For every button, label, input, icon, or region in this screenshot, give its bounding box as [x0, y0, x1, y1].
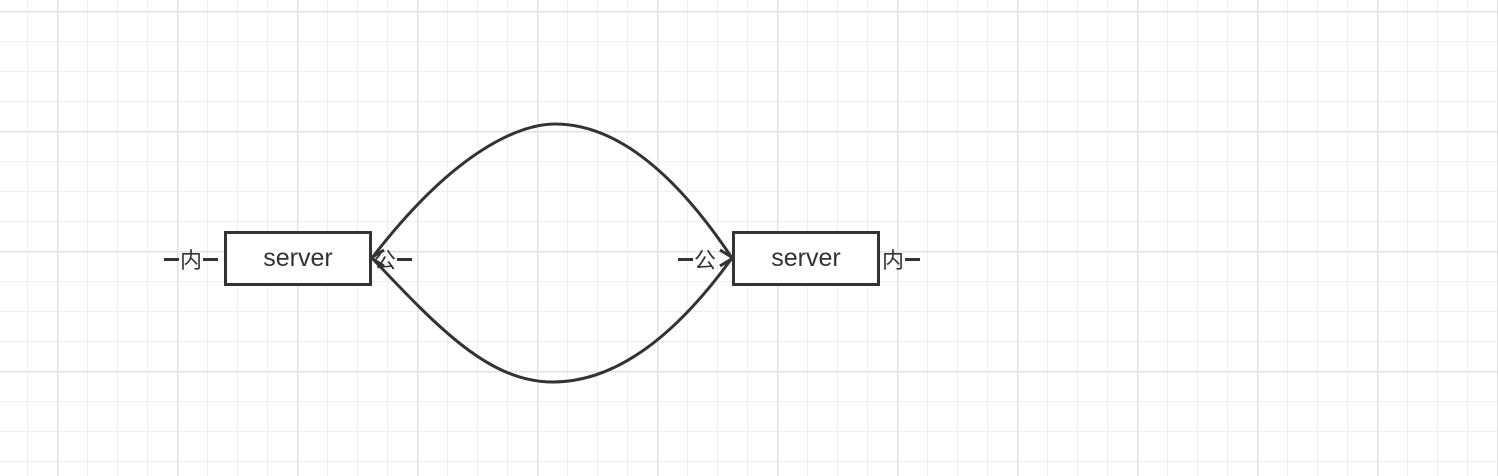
- port-stub: [397, 257, 413, 261]
- left-inner-port[interactable]: 内: [164, 244, 219, 274]
- left-public-port-label: 公: [374, 249, 397, 274]
- port-stub: [203, 257, 219, 261]
- right-public-port-label: 公: [694, 249, 717, 274]
- port-stub: [678, 257, 693, 261]
- right-server-label: server: [771, 244, 841, 272]
- left-public-port[interactable]: 公: [374, 244, 413, 274]
- right-inner-port-label: 内: [882, 249, 905, 274]
- port-stub: [905, 257, 921, 261]
- lower-arc-connector[interactable]: [370, 256, 734, 384]
- port-stub: [164, 257, 179, 261]
- right-server-node[interactable]: server: [732, 231, 880, 286]
- left-server-node[interactable]: server: [224, 231, 372, 286]
- left-inner-port-label: 内: [180, 249, 203, 274]
- upper-arc-connector[interactable]: [370, 122, 734, 259]
- right-inner-port[interactable]: 内: [882, 244, 921, 274]
- left-server-label: server: [263, 244, 333, 272]
- right-public-port[interactable]: 公: [678, 244, 716, 274]
